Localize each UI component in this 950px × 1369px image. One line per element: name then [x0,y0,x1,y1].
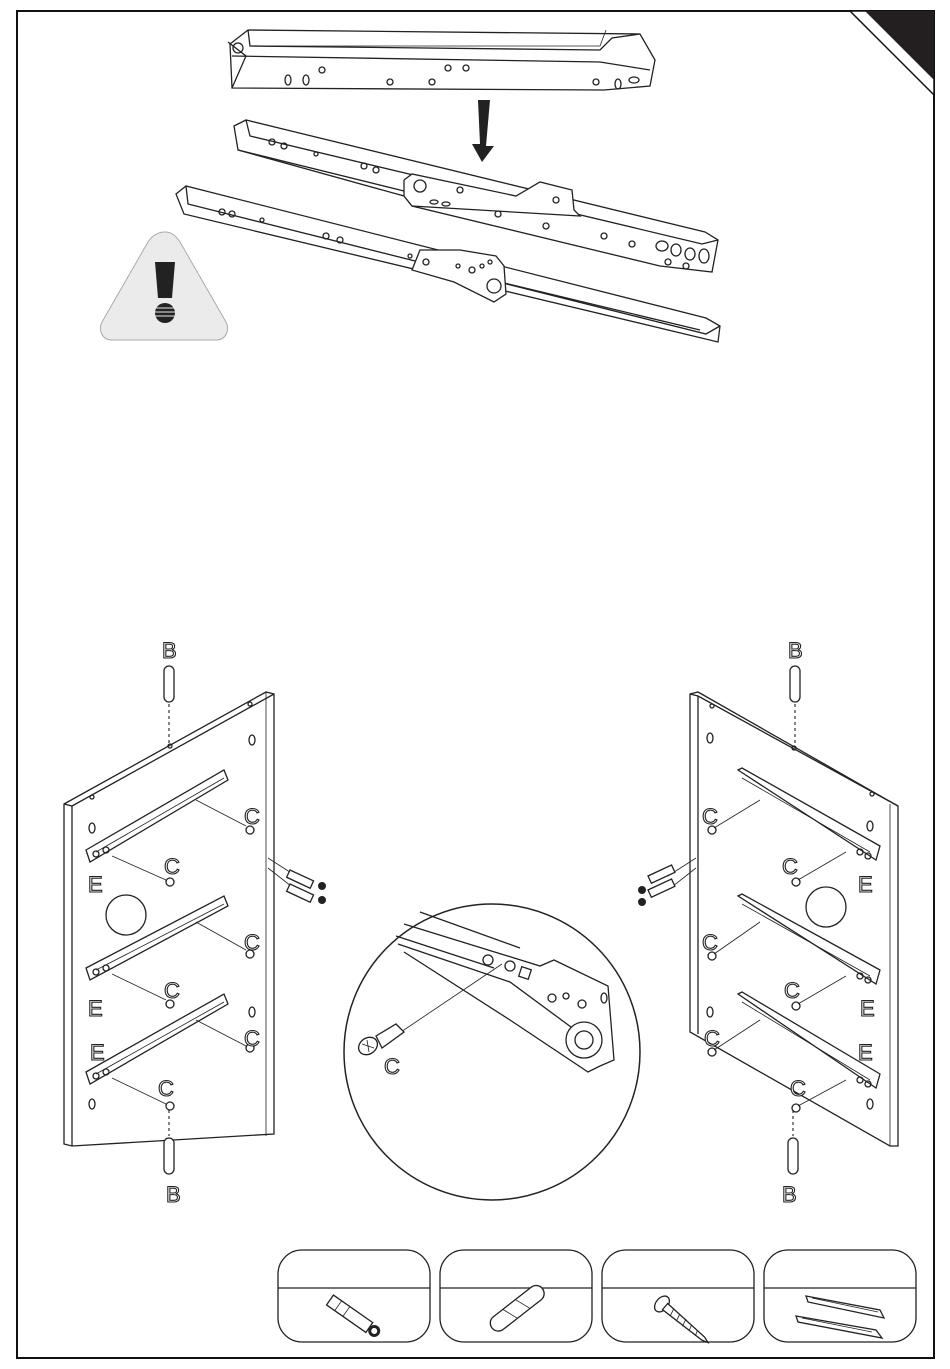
label-dowel: B [788,638,803,663]
label-dowel: B [782,1182,797,1207]
legend-screw [602,1250,754,1349]
label-screw: C [244,930,260,955]
legend-drawer-runner [764,1250,916,1342]
label-dowel: B [162,638,177,663]
label-screw: C [158,1076,174,1101]
label-runner: E [90,1040,105,1065]
screw-detail-magnifier: C [344,904,640,1200]
wooden-dowel-icon [487,1282,547,1334]
label-screw: C [384,1054,400,1079]
wooden-dowel-icon [164,666,174,746]
label-screw: C [702,930,718,955]
left-side-panel [64,666,326,1174]
legend-cam-bolt [278,1250,430,1342]
label-screw: C [164,978,180,1003]
label-runner: E [858,1040,873,1065]
label-dowel: B [166,1182,181,1207]
label-runner: E [88,996,103,1021]
cam-bolt-icon [327,1295,383,1339]
page-corner-tab-icon [850,11,934,95]
wooden-dowel-icon [790,666,800,748]
label-screw: C [784,978,800,1003]
label-screw: C [702,804,718,829]
label-screw: C [244,1026,260,1051]
parts-legend [278,1250,916,1349]
label-screw: C [790,1076,806,1101]
label-runner: E [858,872,873,897]
label-screw: C [164,854,180,879]
label-runner: E [88,872,103,897]
label-screw: C [704,1026,720,1051]
label-runner: E [860,996,875,1021]
runner-top-rail [228,30,655,90]
wooden-dowel-icon [788,1110,798,1174]
exclamation-warning-icon [100,232,227,340]
right-side-panel [638,666,898,1174]
down-arrow-icon [472,100,494,162]
runner-middle-rail [234,120,718,272]
screw-icon [652,1293,714,1349]
drawer-runner-pair-icon [796,1296,884,1338]
label-screw: C [244,804,260,829]
label-screw: C [782,854,798,879]
legend-wooden-dowel [440,1250,592,1342]
